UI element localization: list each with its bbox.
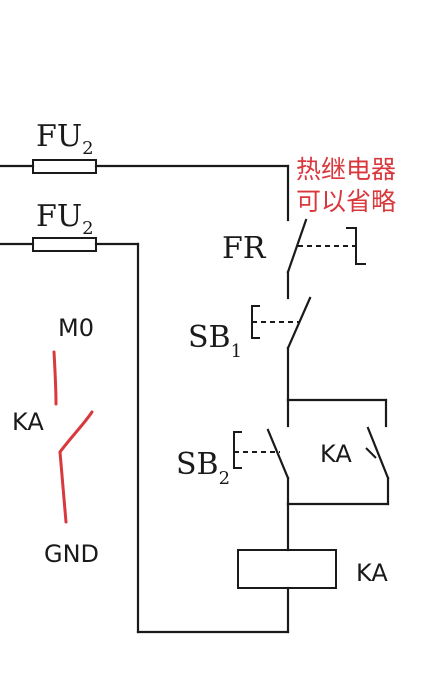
sb1-label: SB1 (188, 320, 242, 362)
annotation-line-2: 可以省略 (296, 187, 396, 216)
fu-top-label: FU2 (36, 119, 94, 159)
fuse-top (0, 159, 290, 174)
sketched-ka-contact (52, 350, 94, 524)
ka-left-label: KA (12, 408, 44, 436)
sb2-start-button (233, 431, 280, 469)
ka-coil (237, 549, 337, 589)
sb1-stop-button (251, 305, 300, 339)
fuse-bottom (0, 237, 140, 252)
fu-bottom-label: FU2 (36, 199, 94, 239)
gnd-label: GND (44, 540, 99, 568)
main-branch (266, 164, 390, 634)
fr-thermal-contact (298, 227, 366, 265)
return-wire (136, 242, 290, 634)
fr-label: FR (222, 231, 267, 266)
ka-hold-label: KA (320, 440, 352, 468)
sb2-label: SB2 (176, 447, 230, 489)
m0-label: M0 (58, 314, 94, 342)
annotation-line-1: 热继电器 (296, 155, 396, 184)
ka-coil-label: KA (356, 559, 388, 587)
ka-hold-contact (365, 398, 390, 506)
